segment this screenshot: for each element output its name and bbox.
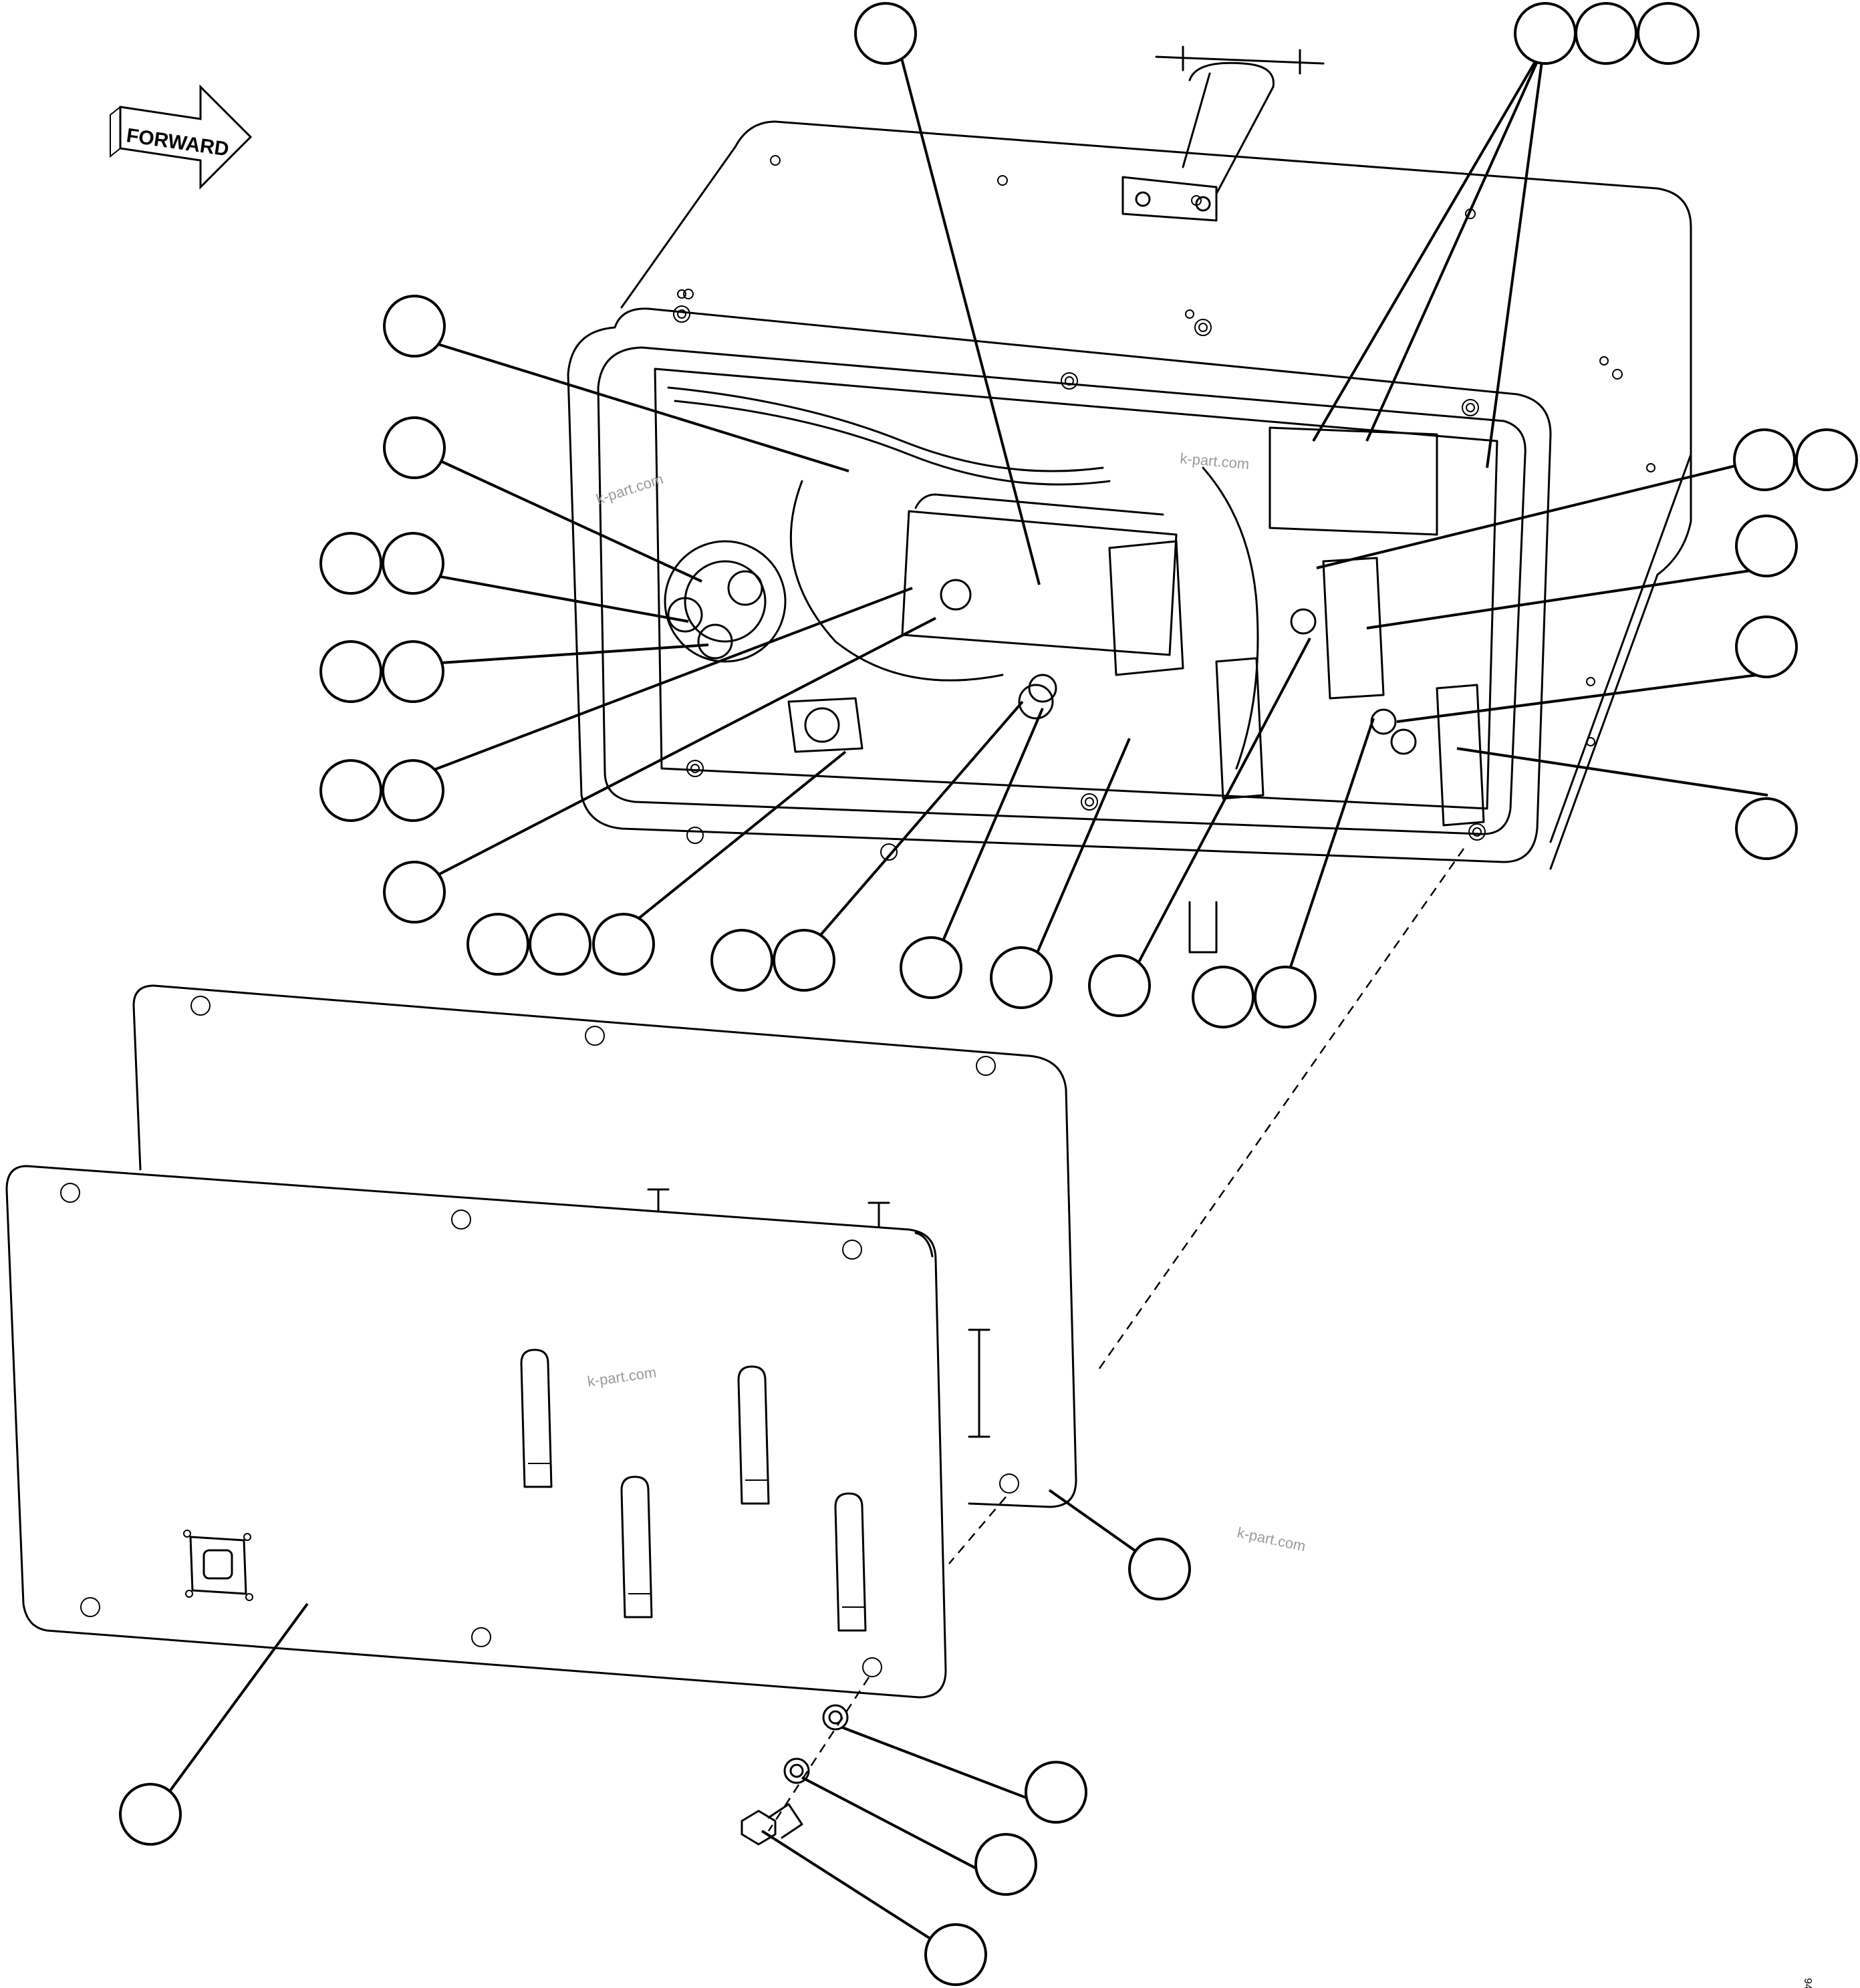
- lifting-handle: [1121, 45, 1325, 222]
- callout-bubble: [529, 913, 591, 976]
- callout-bubble: [1128, 1538, 1191, 1600]
- callout-bubbles: [119, 2, 1858, 1986]
- watermark: k-part.com: [594, 470, 666, 508]
- callout-bubble: [319, 640, 382, 703]
- watermark: k-part.com: [1236, 1524, 1307, 1554]
- assembly-lines: [767, 848, 1465, 1832]
- callout-bubble: [710, 929, 773, 992]
- callout-bubble: [1025, 1761, 1087, 1824]
- callout-bubble: [1514, 2, 1577, 65]
- housing: [567, 120, 1692, 954]
- hardware-stack: [741, 1704, 849, 1846]
- rear-cover-gasket: [132, 984, 1077, 1508]
- callout-bubble: [592, 913, 655, 976]
- callout-bubble: [1733, 428, 1796, 491]
- callout-bubble: [383, 861, 446, 924]
- callout-bubble: [1637, 2, 1700, 65]
- forward-arrow-icon: FORWARD: [110, 84, 253, 190]
- callout-bubble: [383, 416, 446, 479]
- callout-bubble: [773, 929, 835, 992]
- callout-bubble: [382, 759, 444, 822]
- watermark: k-part.com: [1180, 450, 1250, 472]
- callout-bubble: [1254, 966, 1317, 1028]
- front-cover-plate: [5, 1165, 947, 1699]
- callout-bubble: [1192, 966, 1254, 1028]
- callout-bubble: [319, 532, 382, 595]
- callout-bubble: [383, 295, 446, 358]
- callout-bubble: [974, 1833, 1037, 1896]
- callout-bubble: [900, 936, 962, 999]
- callout-bubble: [382, 640, 444, 703]
- callout-bubble: [1088, 954, 1151, 1017]
- callout-bubble: [1795, 428, 1858, 491]
- callout-bubble: [1735, 797, 1798, 860]
- leader-lines: [149, 45, 1768, 1963]
- internal-components: [664, 386, 1485, 827]
- callout-bubble: [924, 1923, 987, 1986]
- callout-bubble: [382, 532, 444, 595]
- callout-bubble: [854, 2, 917, 65]
- callout-bubble: [467, 913, 529, 976]
- figure-number: 94578: [1802, 1978, 1813, 1988]
- callout-bubble: [1735, 615, 1798, 678]
- callout-bubble: [119, 1783, 182, 1846]
- callout-bubble: [1735, 515, 1798, 577]
- callout-bubble: [319, 759, 382, 822]
- callout-bubble: [990, 946, 1053, 1009]
- callout-bubble: [1575, 2, 1637, 65]
